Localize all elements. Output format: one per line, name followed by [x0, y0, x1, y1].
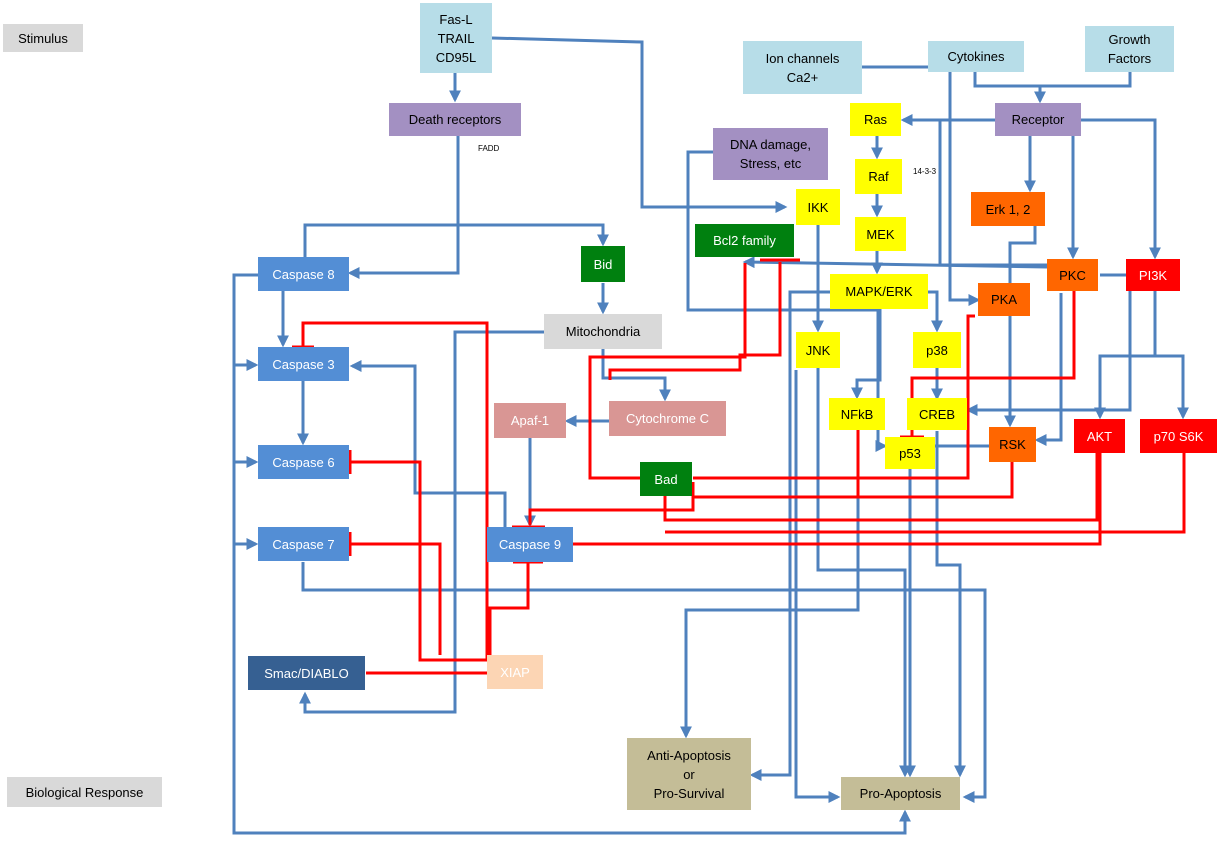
node-pkc: PKC [1047, 259, 1098, 291]
node-xiap: XIAP [487, 655, 543, 689]
node-creb: CREB [907, 398, 967, 430]
node-erk12: Erk 1, 2 [971, 192, 1045, 226]
node-mapk-erk: MAPK/ERK [830, 274, 928, 309]
node-pi3k: PI3K [1126, 259, 1180, 291]
arrow-mito-smac [299, 330, 544, 714]
node-cytochrome-c: Cytochrome C [609, 401, 726, 436]
arrow-creb-pro [935, 431, 966, 778]
arrow-dr-caspase8 [347, 136, 460, 279]
inhib-akt-bad [663, 453, 1099, 522]
inhib-akt-casp9 [573, 453, 1102, 546]
node-bid: Bid [581, 246, 625, 282]
arrow-c7-pro [301, 562, 987, 803]
arrow-mito-cytc [601, 349, 671, 402]
arrow-ion-pka [862, 65, 981, 306]
inhibition-lines [292, 258, 1186, 684]
arrow-pi3k-akt [1094, 291, 1157, 420]
arrow-mapk-nfkb [851, 309, 882, 400]
node-apaf1: Apaf-1 [494, 403, 566, 438]
arrow-dna-p53 [686, 150, 888, 452]
node-fas-ligands: Fas-L TRAIL CD95L [420, 3, 492, 73]
node-p70s6k: p70 S6K [1140, 419, 1217, 453]
node-ion-channels: Ion channels Ca2+ [743, 41, 862, 94]
arrow-nfkb-anti [680, 430, 860, 739]
node-anti-apoptosis: Anti-Apoptosis or Pro-Survival [627, 738, 751, 810]
inhib-xiap-c6 [350, 460, 487, 662]
node-receptor: Receptor [995, 103, 1081, 136]
arrow-gf-receptor [1040, 72, 1132, 88]
node-jnk: JNK [796, 332, 840, 368]
node-growth-factors: Growth Factors [1085, 26, 1174, 72]
arrow-receptor-pi3k [1081, 118, 1161, 260]
node-smac-diablo: Smac/DIABLO [248, 656, 365, 690]
inhib-bcl2-cytc [608, 262, 782, 380]
biological-response-label: Biological Response [7, 777, 162, 807]
node-raf: Raf [855, 159, 902, 194]
node-nfkb: NFkB [829, 398, 885, 430]
node-rsk: RSK [989, 427, 1036, 462]
arrow-pkc-creb [965, 273, 1132, 416]
node-p53: p53 [885, 437, 935, 469]
node-pka: PKA [978, 283, 1030, 316]
node-caspase7: Caspase 7 [258, 527, 349, 561]
adapter-1433-label: 14-3-3 [913, 167, 937, 176]
arrow-fas-ikk [491, 36, 788, 213]
node-ikk: IKK [796, 189, 840, 225]
arrow-mapk-p38 [928, 290, 943, 333]
inhib-bad-casp9 [528, 482, 695, 525]
arrow-ikk-pro [816, 368, 911, 778]
node-caspase6: Caspase 6 [258, 445, 349, 479]
arrow-pkc-rsk [1034, 293, 1063, 446]
arrow-cyto-receptor [973, 72, 1046, 104]
node-caspase9: Caspase 9 [487, 527, 573, 562]
node-bcl2-family: Bcl2 family [695, 224, 794, 257]
arrow-pi3k-p70 [1155, 354, 1189, 420]
node-mitochondria: Mitochondria [544, 314, 662, 349]
node-death-receptors: Death receptors [389, 103, 521, 136]
node-dna-damage: DNA damage, Stress, etc [713, 128, 828, 180]
node-ras: Ras [850, 103, 901, 136]
inhib-xiap-c3 [301, 321, 489, 660]
inhib-pka-bad [693, 314, 975, 480]
inhib-p70-bad [665, 453, 1186, 534]
inhib-xiap-c7 [350, 542, 442, 655]
arrow-pkc-bcl2 [742, 256, 1048, 269]
node-p38: p38 [913, 332, 961, 368]
inhib-xiap-c9 [488, 562, 530, 655]
arrow-erk-rsk [1004, 226, 1037, 428]
node-bad: Bad [640, 462, 692, 496]
inhib-bad-bcl2 [588, 263, 747, 480]
activation-arrows [232, 36, 1189, 835]
arrow-c8-left-loop [232, 273, 911, 835]
node-caspase3: Caspase 3 [258, 347, 349, 381]
arrow-dr-bid [303, 223, 609, 257]
arrow-c9-c3 [349, 360, 507, 527]
fadd-label: FADD [478, 144, 500, 153]
stimulus-label: Stimulus [3, 24, 83, 52]
node-pro-apoptosis: Pro-Apoptosis [841, 777, 960, 810]
node-mek: MEK [855, 217, 906, 251]
node-cytokines: Cytokines [928, 41, 1024, 72]
arrow-jnk-pro [794, 370, 841, 803]
node-caspase8: Caspase 8 [258, 257, 349, 291]
node-akt: AKT [1074, 419, 1125, 453]
